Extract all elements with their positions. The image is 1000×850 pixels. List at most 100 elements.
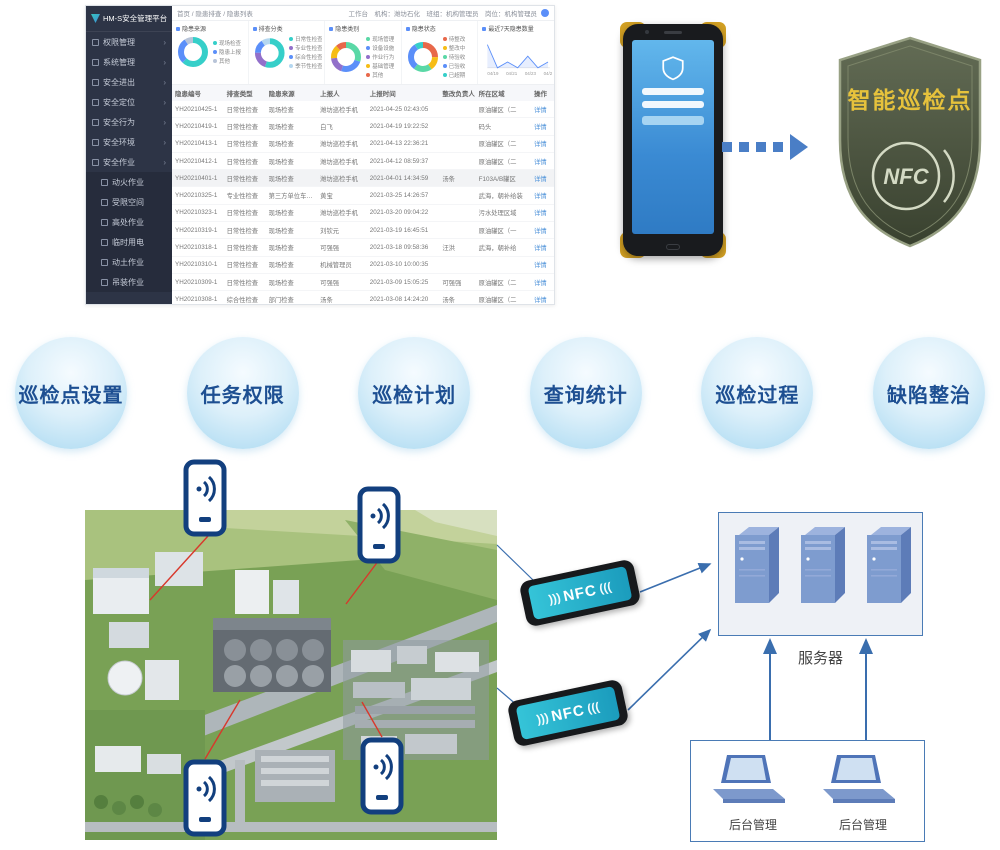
nfc-logo-text: NFC	[883, 164, 929, 189]
admin-label: 后台管理	[838, 818, 887, 832]
menu-icon	[101, 278, 108, 286]
column-header: 排查类型	[226, 91, 253, 98]
sidebar-menu: 权限管理›系统管理›安全进出›安全定位›安全行为›安全环境›安全作业›动火作业受…	[86, 32, 172, 292]
sidebar-item[interactable]: 安全作业›	[86, 152, 172, 172]
table-cell: 现场检查	[268, 175, 294, 183]
detail-link[interactable]: 详情	[534, 296, 547, 304]
table-cell: 现场检查	[268, 106, 294, 114]
detail-link[interactable]: 详情	[534, 279, 547, 287]
table-cell: 2021-04-25 02:43:05	[369, 105, 429, 113]
table-cell: 机械管理员	[320, 262, 352, 270]
chart-card: 隐患状态待整改整改中待验收已验收已超期	[402, 21, 479, 84]
table-cell: YH20210419-1	[175, 122, 218, 130]
table-cell: 武海，朝补给装	[478, 193, 523, 201]
table-cell: 专业性检查	[226, 193, 259, 201]
badge-title: 智能巡检点	[848, 87, 973, 113]
table-cell: 部门检查	[268, 296, 294, 304]
sidebar-item[interactable]: 安全行为›	[86, 112, 172, 132]
nfc-wave-icon: (((	[586, 699, 601, 716]
dashboard-topbar: 首页 / 隐患排查 / 隐患列表 工作台 机构：潍坊石化 班组：机构管理员 岗位…	[172, 6, 554, 21]
shield-icon	[662, 56, 684, 81]
table-cell: 2021-04-12 08:59:37	[369, 157, 429, 165]
table-cell: 刘钦元	[320, 227, 340, 235]
menu-icon	[101, 258, 108, 266]
table-cell: 原油罐区（二	[478, 279, 517, 287]
features-row: 巡检点设置任务权限巡检计划查询统计巡检过程缺陷整治	[15, 337, 985, 449]
sidebar-item[interactable]: 权限管理›	[86, 32, 172, 52]
sidebar-item[interactable]: 高处作业	[86, 212, 172, 232]
chevron-right-icon: ›	[163, 77, 166, 87]
sidebar-item[interactable]: 动火作业	[86, 172, 172, 192]
sidebar-item[interactable]: 安全进出›	[86, 72, 172, 92]
topbar-user-text: 工作台 机构：潍坊石化 班组：机构管理员 岗位：机构管理员	[348, 11, 538, 18]
legend-item: 日常性检查	[289, 35, 322, 43]
sidebar-item[interactable]: 安全定位›	[86, 92, 172, 112]
feature-circle: 巡检点设置	[15, 337, 127, 449]
detail-link[interactable]: 详情	[534, 262, 547, 270]
nfc-wave-icon: )))	[547, 590, 562, 607]
sidebar-item[interactable]: 安全环境›	[86, 132, 172, 152]
detail-link[interactable]: 详情	[534, 141, 547, 149]
table-cell: 2021-03-18 09:58:36	[369, 244, 429, 252]
laptops-icon	[713, 755, 895, 803]
detail-link[interactable]: 详情	[534, 245, 547, 253]
legend-item: 季节性检查	[289, 62, 322, 70]
table-cell: 2021-04-19 19:22:52	[369, 122, 429, 130]
detail-link[interactable]: 详情	[534, 158, 547, 166]
topbar-user-info: 工作台 机构：潍坊石化 班组：机构管理员 岗位：机构管理员	[348, 8, 549, 18]
legend-item: 待整改	[442, 35, 465, 43]
feature-circle: 缺陷整治	[872, 337, 985, 449]
column-header: 上报人	[320, 91, 340, 98]
detail-link[interactable]: 详情	[534, 123, 547, 131]
sidebar-item[interactable]: 临时用电	[86, 232, 172, 252]
login-username-field[interactable]	[642, 88, 704, 95]
sidebar-item[interactable]: 吊装作业	[86, 272, 172, 292]
table-row: YH20210325-1专业性检查第三方单位车辆检查黄宝2021-03-25 1…	[172, 187, 554, 205]
sidebar-item[interactable]: 动土作业	[86, 252, 172, 272]
table-cell: 2021-03-08 14:24:20	[369, 295, 429, 303]
sidebar-item[interactable]: 系统管理›	[86, 52, 172, 72]
table-cell: 2021-03-19 16:45:51	[369, 226, 429, 234]
chart-card: 隐患类别现场管理设备设施作业行为基础管理其他	[325, 21, 402, 84]
menu-icon	[92, 138, 99, 146]
sidebar-item[interactable]: 受限空间	[86, 192, 172, 212]
table-cell: 原油罐区（二	[478, 296, 517, 304]
table-cell: YH20210325-1	[175, 192, 218, 200]
table-cell: YH20210310-1	[175, 261, 218, 269]
table-cell: 2021-04-13 22:36:21	[369, 140, 429, 148]
chart-card: 隐患来源现场检查隐患上报其他	[172, 21, 249, 84]
donut-chart	[178, 37, 208, 67]
table-cell: 现场检查	[268, 227, 294, 235]
chevron-right-icon: ›	[163, 117, 166, 127]
login-button[interactable]	[642, 116, 704, 125]
server-box	[718, 512, 923, 636]
table-cell: 黄宝	[320, 193, 333, 201]
menu-icon	[92, 78, 99, 86]
detail-link[interactable]: 详情	[534, 175, 547, 183]
table-cell: 现场检查	[268, 262, 294, 270]
detail-link[interactable]: 详情	[534, 227, 547, 235]
detail-link[interactable]: 详情	[534, 106, 547, 114]
table-cell: 现场检查	[268, 141, 294, 149]
nfc-reader-device: ))) NFC (((	[506, 678, 630, 748]
feature-circle: 巡检计划	[358, 337, 471, 449]
table-cell: YH20210319-1	[175, 226, 218, 234]
table-cell: 现场检查	[268, 279, 294, 287]
table-cell: 现场检查	[268, 210, 294, 218]
detail-link[interactable]: 详情	[534, 210, 547, 218]
table-cell: 日常性检查	[226, 262, 259, 270]
user-avatar[interactable]	[541, 9, 549, 17]
detail-link[interactable]: 详情	[534, 193, 547, 201]
breadcrumb: 首页 / 隐患排查 / 隐患列表	[177, 11, 253, 18]
legend-item: 其他	[213, 57, 241, 65]
login-password-field[interactable]	[642, 101, 704, 108]
table-cell: YH20210425-1	[175, 105, 218, 113]
menu-icon	[92, 58, 99, 66]
menu-icon	[101, 218, 108, 226]
legend-item: 现场管理	[366, 35, 394, 43]
table-cell: YH20210412-1	[175, 157, 218, 165]
legend-item: 已超期	[442, 71, 465, 79]
